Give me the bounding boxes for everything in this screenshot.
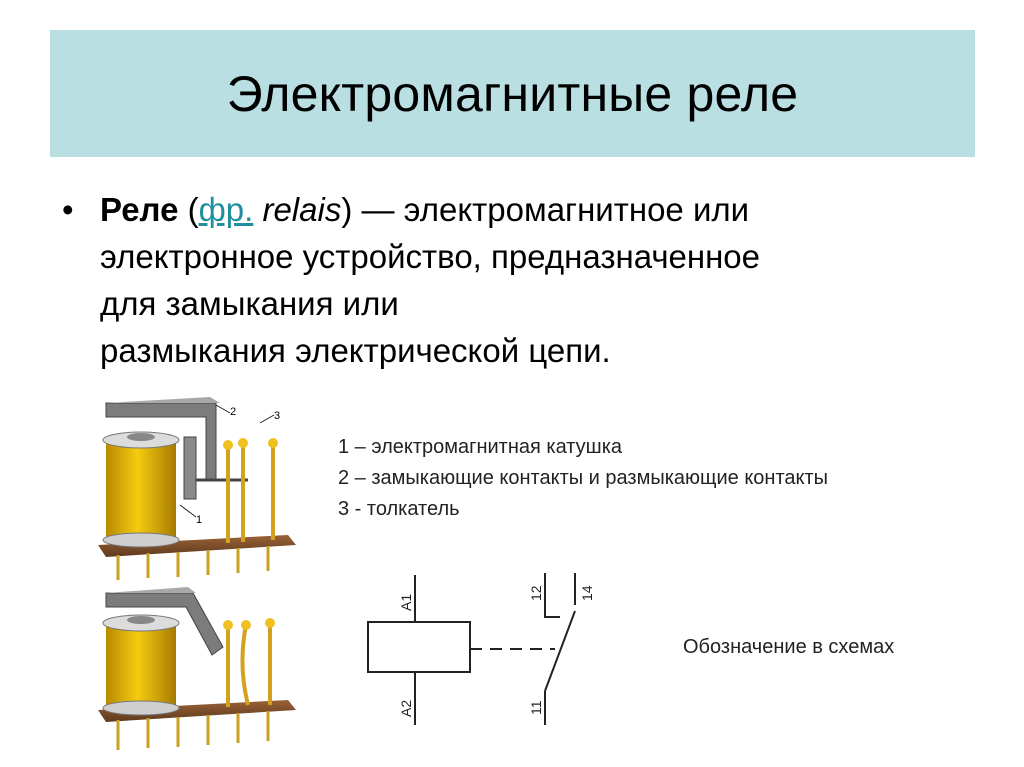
base-pins [116,711,270,750]
coil-core [127,616,155,624]
label-12: 12 [528,585,544,601]
relay-contacts [226,443,275,543]
yoke-top [106,397,220,403]
label-1: 1 [196,514,202,526]
relay-contacts [226,623,272,707]
foreign-word: relais [262,191,342,228]
contact-tips [223,438,278,450]
title-band: Электромагнитные реле [50,30,975,157]
label-3: 3 [274,410,280,422]
switch-blade [544,610,576,692]
contact-12-lead [544,573,560,618]
label-11: 11 [528,700,544,715]
relay-armature [183,436,197,500]
relay-schematic: A1 A2 12 14 11 [367,573,595,725]
coil-core [127,433,155,441]
relay-coil [106,440,176,540]
label-14: 14 [579,585,595,601]
relay-base [98,700,296,722]
definition-line-3: для замыкания или [100,285,399,322]
label-a2: A2 [398,700,414,717]
coil-bottom [102,532,180,548]
relay-illustration-bottom [98,587,296,750]
definition-line-2: электронное устройство, предназначенное [100,238,761,275]
page-title: Электромагнитные реле [226,65,799,122]
relay-base [98,535,296,557]
coil-bottom [102,700,180,716]
abbr-link[interactable]: фр. [198,191,254,228]
definition-line-1: Реле (фр. relais) — электромагнитное или [100,191,750,228]
bullet-dot: • [62,191,74,228]
coil-rectangle [367,621,471,673]
label-2: 2 [230,406,236,418]
base-pins [116,546,270,580]
definition-term: Реле [100,191,179,228]
relay-coil [106,623,176,708]
relay-illustration-top: 2 3 1 [98,397,296,580]
legend-item: 2 – замыкающие контакты и размыкающие ко… [338,467,829,489]
schematic-caption: Обозначение в схемах [683,636,895,658]
label-a1: A1 [398,594,414,611]
definition-line-4: размыкания электрической цепи. [100,332,611,369]
yoke-top [106,587,196,593]
contact-tips [223,618,275,630]
callout-lines [179,404,275,518]
definition-text: Реле (фр. relais) — электромагнитное или… [100,186,760,374]
component-legend: 1 – электромагнитная катушка 2 – замыкаю… [338,432,828,525]
legend-item: 1 – электромагнитная катушка [338,436,623,458]
legend-item: 3 - толкатель [338,498,460,520]
